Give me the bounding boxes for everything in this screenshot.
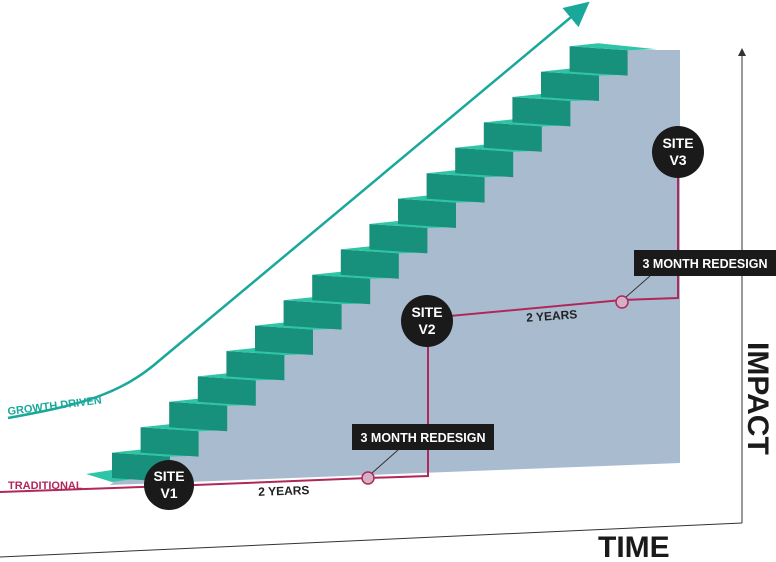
redesign-marker bbox=[361, 471, 375, 485]
traditional-line bbox=[0, 150, 679, 493]
stair-riser bbox=[340, 249, 399, 279]
stair-riser bbox=[226, 351, 285, 381]
site-v2-badge: SITE V2 bbox=[401, 295, 453, 347]
stair-riser bbox=[398, 198, 456, 228]
stair-riser bbox=[312, 274, 371, 305]
traditional-label: TRADITIONAL bbox=[8, 480, 83, 492]
svg-text:SITE: SITE bbox=[411, 304, 442, 320]
svg-text:SITE: SITE bbox=[153, 468, 184, 484]
stair-riser bbox=[455, 147, 514, 178]
site-v1-badge: SITE V1 bbox=[144, 460, 194, 510]
site-v3-badge: SITE V3 bbox=[652, 126, 704, 178]
stair-riser bbox=[483, 122, 542, 152]
svg-text:V2: V2 bbox=[418, 321, 435, 337]
stair-riser bbox=[140, 427, 199, 457]
interval-label: 2 YEARS bbox=[258, 483, 310, 499]
redesign-connector bbox=[371, 449, 399, 474]
svg-text:SITE: SITE bbox=[662, 135, 693, 151]
redesign-label: 3 MONTH REDESIGN bbox=[360, 431, 485, 445]
stair-tread bbox=[569, 43, 657, 51]
stair-riser bbox=[197, 376, 256, 406]
growth-driven-line bbox=[7, 1, 590, 420]
redesign-connector bbox=[625, 275, 651, 298]
stair-riser bbox=[255, 325, 313, 355]
stair-riser bbox=[283, 300, 342, 330]
redesign-label-box bbox=[352, 424, 494, 450]
staircase bbox=[86, 43, 657, 482]
interval-label: 2 YEARS bbox=[526, 307, 578, 325]
svg-text:V3: V3 bbox=[669, 152, 686, 168]
stair-riser bbox=[169, 401, 228, 432]
stair-riser bbox=[569, 46, 628, 76]
svg-text:V1: V1 bbox=[160, 485, 177, 501]
redesign-label: 3 MONTH REDESIGN bbox=[642, 257, 767, 271]
impact-axis-title: IMPACT bbox=[741, 342, 774, 455]
time-axis-title: TIME bbox=[598, 531, 670, 562]
stair-riser bbox=[369, 224, 428, 254]
redesign-label-box bbox=[634, 250, 776, 276]
stair-riser bbox=[426, 173, 485, 203]
stair-riser bbox=[512, 97, 571, 127]
stair-riser bbox=[541, 71, 599, 101]
x-axis bbox=[0, 522, 743, 558]
redesign-marker bbox=[615, 295, 629, 309]
growth-driven-label: GROWTH DRIVEN bbox=[7, 395, 103, 418]
